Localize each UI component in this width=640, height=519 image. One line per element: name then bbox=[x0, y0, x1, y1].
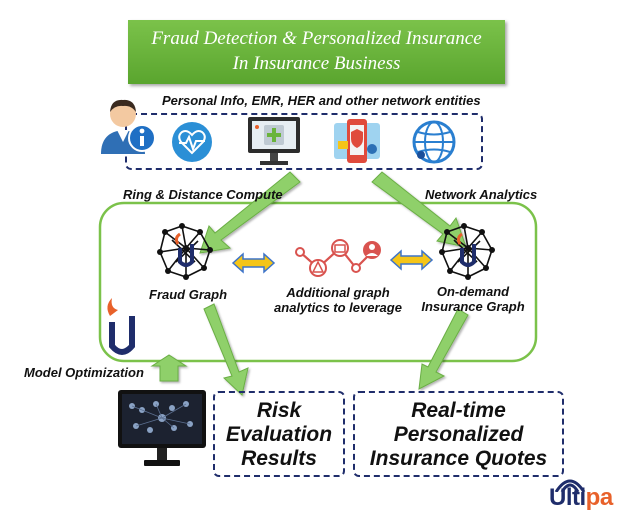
risk-line-1: Risk bbox=[256, 399, 302, 422]
model-optimization-label: Model Optimization bbox=[24, 365, 144, 380]
logo-pa: pa bbox=[585, 484, 614, 511]
analytics-chain-icon bbox=[295, 239, 381, 277]
arrow-model-optimization bbox=[150, 354, 188, 382]
dashboard-monitor-icon bbox=[118, 390, 206, 466]
quotes-box: Real-time Personalized Insurance Quotes bbox=[353, 391, 564, 477]
entities-label: Personal Info, EMR, HER and other networ… bbox=[162, 93, 481, 108]
network-analytics-label: Network Analytics bbox=[425, 187, 538, 202]
network-globe-icon bbox=[412, 120, 456, 164]
double-arrow-left bbox=[231, 252, 276, 274]
quotes-line-2: Personalized bbox=[393, 423, 524, 446]
medical-monitor-icon bbox=[248, 117, 300, 165]
arrow-to-quotes bbox=[418, 308, 469, 390]
health-heart-icon bbox=[172, 122, 212, 162]
quotes-line-1: Real-time bbox=[411, 399, 506, 422]
additional-line-2: analytics to leverage bbox=[274, 300, 402, 315]
risk-results-box: Risk Evaluation Results bbox=[213, 391, 345, 477]
additional-line-1: Additional graph bbox=[286, 285, 390, 300]
arrow-to-risk-results bbox=[203, 303, 249, 396]
analytics-frame bbox=[98, 201, 538, 363]
title-line-1: Fraud Detection & Personalized Insurance bbox=[151, 28, 482, 49]
ondemand-graph-label: On-demand Insurance Graph bbox=[418, 284, 528, 314]
quotes-line-3: Insurance Quotes bbox=[369, 447, 548, 470]
ondemand-line-1: On-demand bbox=[436, 284, 510, 299]
title-banner: Fraud Detection & Personalized Insurance… bbox=[128, 20, 505, 84]
risk-line-2: Evaluation bbox=[225, 423, 333, 446]
title-line-2: In Insurance Business bbox=[232, 53, 401, 74]
ring-distance-label: Ring & Distance Compute bbox=[123, 187, 283, 202]
additional-analytics-label: Additional graph analytics to leverage bbox=[263, 285, 413, 315]
arrow-to-insurance-graph bbox=[371, 171, 467, 248]
risk-line-3: Results bbox=[241, 447, 317, 470]
ultipa-u-logo bbox=[107, 298, 135, 355]
ultipa-logo: Ultipa bbox=[549, 484, 613, 512]
fraud-graph-label: Fraud Graph bbox=[149, 287, 228, 302]
ondemand-line-2: Insurance Graph bbox=[421, 299, 525, 314]
fraud-graph-logo bbox=[178, 244, 194, 267]
ultipa-arc-icon bbox=[554, 479, 586, 492]
logo-ulti: Ulti bbox=[549, 484, 586, 511]
arrow-to-fraud-graph bbox=[199, 171, 301, 254]
double-arrow-right bbox=[389, 249, 434, 271]
person-info-icon bbox=[101, 99, 156, 154]
mobile-health-icon bbox=[334, 119, 380, 163]
